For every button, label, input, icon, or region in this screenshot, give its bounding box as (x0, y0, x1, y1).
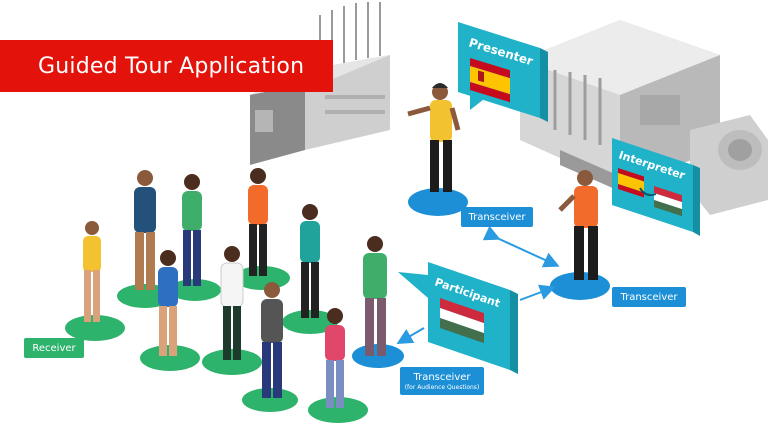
swap-arrows-icon (639, 187, 657, 197)
presenter-bubble: Presenter (458, 22, 548, 122)
presenter-person (407, 83, 461, 192)
page-title: Guided Tour Application (38, 53, 305, 79)
interpreter-bubble: Interpreter (612, 138, 700, 236)
transceiver-presenter-label: Transceiver (468, 211, 526, 223)
spain-flag (470, 58, 510, 103)
transceiver-questions-sublabel: (for Audience Questions) (404, 383, 480, 391)
hungary-flag (440, 298, 484, 344)
transceiver-interpreter-tag: Transceiver (612, 287, 686, 307)
participant-bubble: Participant (398, 262, 518, 374)
receiver-label: Receiver (32, 342, 76, 354)
spain-flag (618, 168, 644, 198)
hungary-flag (654, 186, 682, 217)
transceiver-interpreter-label: Transceiver (620, 291, 678, 303)
transceiver-questions-label: Transceiver (413, 371, 471, 383)
audience-group (83, 168, 387, 408)
title-banner: Guided Tour Application (0, 40, 333, 92)
receiver-tag: Receiver (24, 338, 84, 358)
interpreter-person (558, 170, 598, 280)
transceiver-questions-tag: Transceiver (for Audience Questions) (400, 367, 484, 395)
connection-arrows (396, 225, 560, 345)
transceiver-presenter-tag: Transceiver (461, 207, 533, 227)
